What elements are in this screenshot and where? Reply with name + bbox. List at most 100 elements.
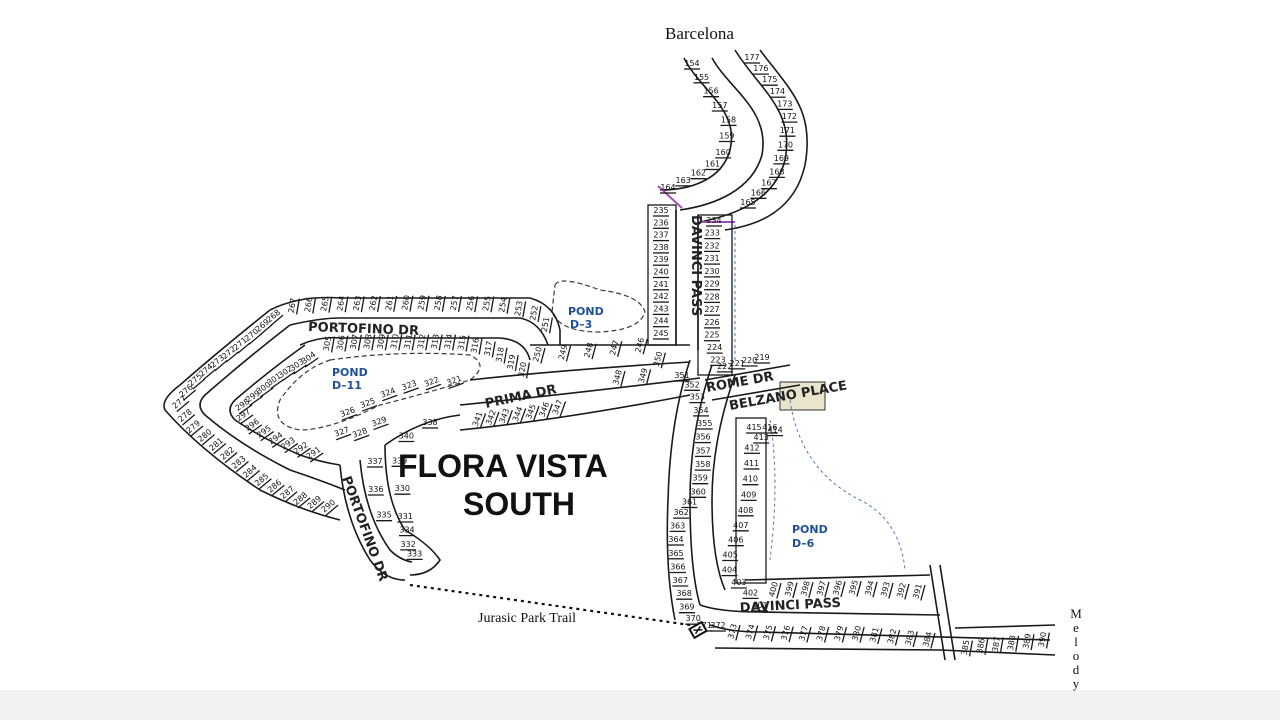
lot-number: 166 [751,188,766,197]
lot-divider [1045,632,1050,649]
west-mid-edge [199,324,346,491]
lot-number: 369 [679,603,694,612]
lot-divider [328,296,333,313]
lot-number: 233 [705,229,720,238]
lot-divider [441,295,446,312]
lot-number: 352 [684,380,699,389]
melody-letter: l [1074,634,1078,649]
lot-number: 346 [538,401,552,418]
lot-number: 335 [376,511,391,520]
lot-divider [735,624,741,641]
lot-number: 237 [653,231,668,240]
lot-divider [514,355,519,372]
davinci-east-lots-frame [697,214,733,376]
lot-divider [284,442,299,454]
lot-divider [190,425,204,437]
lot-number: 363 [670,521,685,530]
lot-number: 372 [710,621,725,630]
lot-number: 238 [653,243,668,252]
pond-d11-outline [276,352,481,431]
lot-divider [823,626,830,643]
north-row-inner-edge [289,317,549,346]
lot-number: 408 [738,506,753,515]
lot-number: 395 [847,579,860,596]
lot-divider [888,582,894,599]
lot-number: 312 [416,333,428,350]
lot-number: 161 [705,160,720,169]
lot-number: 219 [754,353,769,362]
central-road-east [711,374,736,591]
central-column-block: 3513523533543553563573583593603613623633… [666,359,736,632]
lot-divider [382,394,398,402]
lot-number: 164 [660,183,675,192]
lot-divider [183,389,197,401]
portofino-south-connector [384,414,461,446]
lot-number: 253 [513,300,525,317]
lot-divider [448,382,464,390]
lot-number: 391 [911,583,924,600]
lot-number: 353 [690,393,705,402]
lot-number: 172 [782,112,797,121]
lot-divider [295,298,300,315]
lot-number: 236 [653,218,668,227]
lot-divider [411,334,416,351]
lot-divider [270,378,285,390]
barcelona-marker [657,185,683,209]
lot-number: 307 [349,333,361,350]
lot-divider [792,582,798,599]
lot-divider [304,357,319,368]
lot-number: 359 [693,474,708,483]
lot-number: 394 [863,580,876,597]
lot-divider [248,333,262,345]
lot-divider [859,626,865,643]
lot-divider [776,582,782,599]
lot-number: 400 [767,581,780,598]
lot-divider [214,360,228,372]
lot-number: 381 [868,626,881,643]
melody-west-line2 [939,564,956,661]
lot-number: 340 [399,432,414,441]
melody-letter: M [1070,606,1082,621]
lot-divider [620,370,626,387]
lot-number: 396 [831,579,844,596]
lot-number: 361 [682,498,697,507]
lot-divider [491,341,496,358]
lot-divider [1015,635,1020,652]
lot-divider [559,401,567,417]
lot-number: 358 [695,460,710,469]
portofino-inner-edge [299,336,531,361]
lot-number: 155 [694,73,709,82]
lot-divider [344,296,349,313]
lot-number: 255 [481,295,493,312]
lot-number: 386 [975,638,987,655]
lot-divider [376,296,381,313]
lot-number: 156 [703,87,718,96]
lot-number: 368 [677,589,692,598]
lot-divider [235,460,249,473]
lot-divider [335,433,352,441]
lot-number: 317 [483,340,495,357]
lot-number: 154 [684,59,699,68]
lot-divider [384,334,389,351]
lot-number: 234 [706,216,721,225]
lot-divider [478,338,483,355]
lot-divider [373,423,389,431]
lot-number: 355 [697,419,712,428]
lot-number: 309 [376,333,388,350]
title-line-1: FLORA VISTA [398,448,608,484]
lot-divider [1030,634,1035,651]
lot-number: 227 [704,305,719,314]
lot-number: 228 [704,292,719,301]
lot-number: 315 [456,334,468,351]
lot-divider [642,338,648,355]
belzano-lots-frame [735,417,767,584]
lot-number: 390 [1037,631,1049,648]
lot-divider [311,500,325,513]
lot-number: 388 [1006,634,1018,651]
